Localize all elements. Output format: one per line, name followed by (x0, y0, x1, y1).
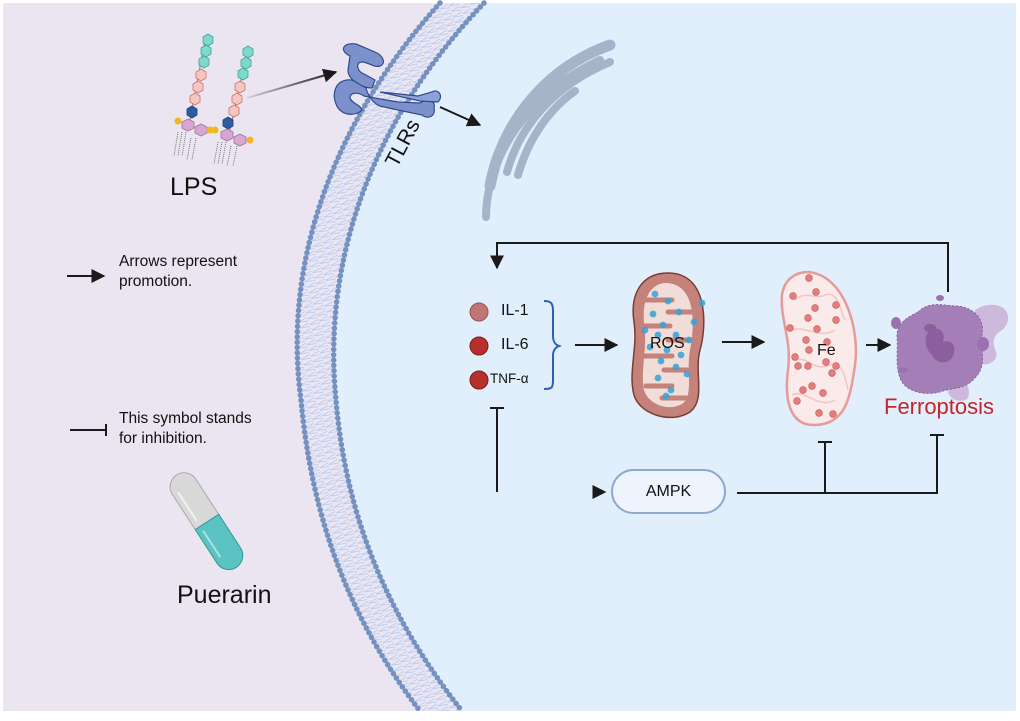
ferroptosis-label: Ferroptosis (884, 394, 995, 419)
legend-inhibition-line2: for inhibition. (119, 430, 207, 447)
il1-label: IL-1 (501, 302, 529, 319)
legend-inhibition-text: This symbol stands for inhibition. (119, 409, 252, 449)
arrow-tlr-to-golgi (439, 106, 482, 127)
golgi-icon (482, 39, 616, 221)
mitochondrion-ros-icon (631, 272, 706, 419)
legend-inhibition-icon (70, 424, 107, 436)
lps-label: LPS (170, 173, 218, 201)
ampk-label: AMPK (645, 482, 692, 500)
arrow-feedback-to-cytokines (490, 242, 949, 292)
lps-molecule-2 (211, 45, 254, 167)
il6-label: IL-6 (501, 336, 529, 353)
fe-label: Fe (817, 342, 836, 359)
puerarin-label: Puerarin (177, 581, 272, 609)
legend-promotion-text: Arrows represent promotion. (119, 252, 237, 292)
cell-membrane (294, 0, 487, 714)
legend-inhibition-line1: This symbol stands (119, 410, 252, 427)
inhibit-ampk-branches (737, 434, 944, 494)
tnf-label: TNF-α (490, 371, 529, 386)
il6-dot (469, 336, 489, 356)
mitochondrion-fe-icon (780, 270, 858, 427)
ferroptotic-cell-icon (891, 295, 1009, 401)
il1-dot (469, 302, 489, 322)
tnf-dot (469, 370, 489, 390)
arrow-lps-to-tlr (246, 68, 338, 99)
cytokine-brace (543, 300, 563, 390)
ros-label: ROS (650, 335, 685, 352)
lps-molecule-1 (173, 33, 214, 161)
legend-promotion-line1: Arrows represent (119, 253, 238, 270)
capsule-pill-icon (169, 472, 244, 571)
tlr-icon (333, 43, 442, 118)
lps-icon (173, 33, 254, 167)
legend-promotion-line2: promotion. (119, 273, 193, 290)
ampk-node: AMPK (611, 469, 726, 514)
inhibit-puerarin-to-cytokines (490, 407, 504, 492)
